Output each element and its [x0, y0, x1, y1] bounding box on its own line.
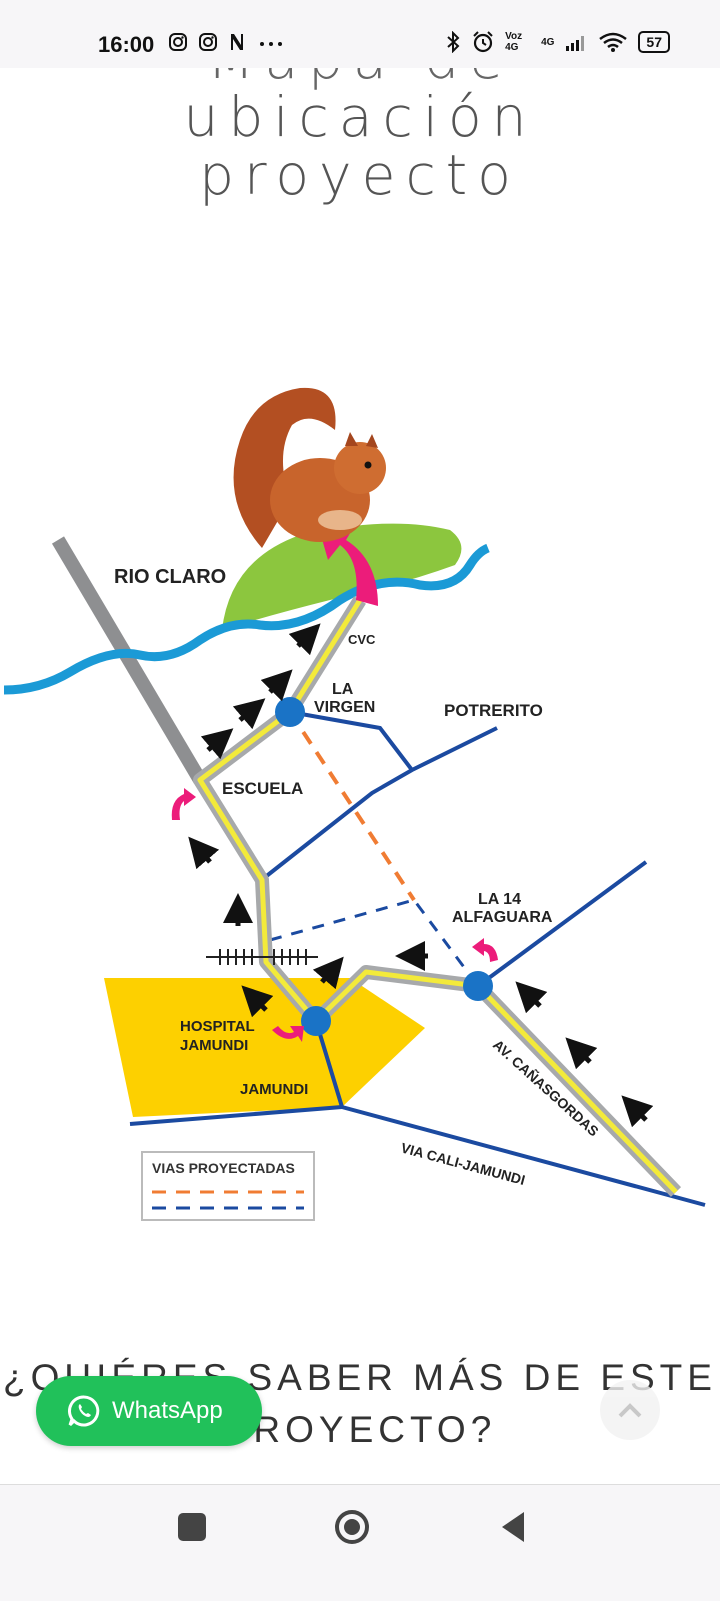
home-circle-icon[interactable] [334, 1509, 370, 1545]
whatsapp-label: WhatsApp [112, 1397, 223, 1424]
river [3, 543, 490, 695]
label-la14-2: ALFAGUARA [452, 909, 553, 926]
status-bar: 16:00 Voz 4G 4G 57 [0, 0, 720, 68]
network-type: 4G [541, 36, 555, 48]
more-dots-icon [260, 42, 282, 46]
instagram-icon [169, 33, 187, 51]
gray-road [51, 536, 207, 784]
node-la-virgen [275, 697, 305, 727]
main-road [193, 596, 682, 1197]
volte-icon: Voz 4G [505, 31, 523, 53]
label-escuela: ESCUELA [222, 779, 303, 798]
jamundi-area [104, 978, 425, 1117]
label-hospital-2: JAMUNDI [180, 1037, 248, 1054]
title-line-2: ubicación [183, 85, 537, 149]
direction-arrows [188, 623, 654, 1128]
notion-icon [231, 34, 243, 50]
system-nav-bar [0, 1484, 720, 1601]
node-la-14 [463, 971, 493, 1001]
alarm-icon [473, 31, 493, 53]
back-triangle-icon[interactable] [498, 1509, 528, 1545]
magenta-turn-arrows [171, 530, 498, 1042]
cta-line-2: PROYECTO? [223, 1409, 497, 1450]
chevron-up-icon [618, 1403, 642, 1418]
label-la-virgen-1: LA [332, 681, 354, 698]
whatsapp-icon [68, 1395, 100, 1427]
label-rio-claro: RIO CLARO [114, 566, 226, 588]
label-hospital-1: HOSPITAL [180, 1018, 255, 1035]
signal-icon [566, 36, 585, 51]
page-title: Mapa de ubicación proyecto [0, 30, 720, 204]
railway [206, 949, 318, 965]
label-cvc: CVC [348, 632, 376, 647]
label-jamundi: JAMUNDI [240, 1081, 308, 1098]
blue-roads [129, 710, 706, 1207]
label-la14-1: LA 14 [478, 891, 521, 908]
orange-dashed-road [288, 710, 416, 902]
wifi-icon [599, 32, 628, 52]
map-legend: VIAS PROYECTADAS [141, 1151, 315, 1221]
battery-indicator: 57 [638, 31, 670, 53]
whatsapp-button[interactable]: WhatsApp [36, 1376, 262, 1446]
location-map: RIO CLARO CVC LA VIRGEN POTRERITO ESCUEL… [3, 387, 706, 1221]
node-jamundi [301, 1006, 331, 1036]
label-la-virgen-2: VIRGEN [314, 699, 375, 716]
bluetooth-icon [447, 31, 460, 53]
rio-claro-area [222, 523, 462, 630]
squirrel-illustration [233, 387, 386, 548]
label-cali-jamundi: VIA CALI-JAMUNDI [399, 1139, 527, 1188]
blue-dashed-road [269, 898, 480, 987]
legend-title: VIAS PROYECTADAS [152, 1160, 295, 1176]
label-potrerito: POTRERITO [444, 701, 543, 720]
instagram-icon [199, 33, 217, 51]
title-line-3: proyecto [199, 143, 521, 207]
status-time: 16:00 [98, 32, 155, 57]
scroll-top-button[interactable] [600, 1380, 660, 1440]
recents-square-icon[interactable] [178, 1513, 206, 1541]
